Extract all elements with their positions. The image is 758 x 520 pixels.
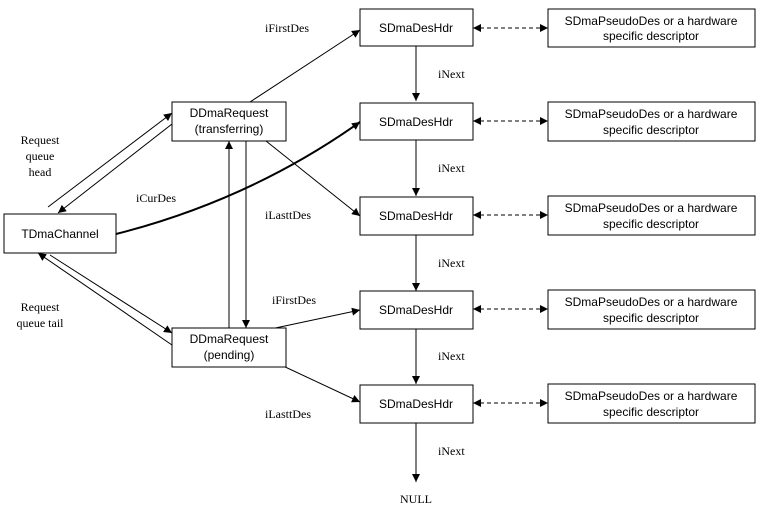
- sdmadeshdr-box-1[interactable]: SDmaDesHdr: [359, 8, 474, 47]
- edge-labels: Request queue head Request queue tail iC…: [17, 21, 466, 506]
- ilastdes-label-2: iLasttDes: [265, 407, 311, 421]
- ifirstdes-label-2: iFirstDes: [272, 293, 316, 307]
- pseudo-descriptor-box-3[interactable]: SDmaPseudoDes or a hardware specific des…: [547, 195, 756, 236]
- queue-head-arrow-to-channel: [57, 123, 173, 214]
- inext-label-4: iNext: [438, 349, 465, 363]
- pseudo-descriptor-line2-5: specific descriptor: [603, 405, 699, 419]
- ilastdes-label-1: iLasttDes: [265, 208, 311, 222]
- sdmadeshdr-box-2[interactable]: SDmaDesHdr: [359, 102, 474, 141]
- tdmachannel-box[interactable]: TDmaChannel: [3, 213, 117, 254]
- queue-head-label-3: head: [29, 165, 52, 179]
- sdmadeshdr-label-5: SDmaDesHdr: [379, 397, 453, 411]
- ddmarequest-pending-box[interactable]: DDmaRequest (pending): [171, 327, 287, 368]
- pseudo-descriptor-line1-5: SDmaPseudoDes or a hardware: [565, 389, 738, 403]
- pseudo-descriptor-box-5[interactable]: SDmaPseudoDes or a hardware specific des…: [547, 383, 756, 424]
- pseudo-descriptor-box-1[interactable]: SDmaPseudoDes or a hardware specific des…: [547, 8, 756, 48]
- inext-label-2: iNext: [438, 161, 465, 175]
- pseudo-descriptor-box-2[interactable]: SDmaPseudoDes or a hardware specific des…: [547, 101, 756, 142]
- ifirstdes-arrow-1: [249, 29, 361, 103]
- sdmadeshdr-label-1: SDmaDesHdr: [379, 21, 453, 35]
- pseudo-descriptor-line1-1: SDmaPseudoDes or a hardware: [565, 14, 738, 28]
- inext-label-5: iNext: [438, 444, 465, 458]
- pseudo-descriptor-line2-1: specific descriptor: [603, 29, 699, 43]
- ilastdes-arrow-1: [265, 140, 361, 217]
- sdmadeshdr-box-3[interactable]: SDmaDesHdr: [359, 196, 474, 236]
- sdmadeshdr-label-2: SDmaDesHdr: [379, 115, 453, 129]
- pseudo-descriptor-box-4[interactable]: SDmaPseudoDes or a hardware specific des…: [547, 289, 756, 330]
- inext-label-3: iNext: [438, 256, 465, 270]
- queue-tail-label-1: Request: [21, 300, 60, 314]
- sdmadeshdr-label-4: SDmaDesHdr: [379, 303, 453, 317]
- inext-label-1: iNext: [438, 67, 465, 81]
- queue-tail-arrow-to-request: [49, 254, 173, 334]
- tdmachannel-label: TDmaChannel: [21, 227, 98, 241]
- ddmarequest-transferring-name: DDmaRequest: [190, 106, 269, 120]
- ddmarequest-pending-name: DDmaRequest: [190, 332, 269, 346]
- queue-head-arrow-to-request: [47, 112, 173, 208]
- null-terminator-label: NULL: [400, 492, 432, 506]
- pseudo-descriptor-line2-4: specific descriptor: [603, 311, 699, 325]
- queue-tail-label-2: queue tail: [17, 316, 65, 330]
- queue-head-label-2: queue: [26, 149, 55, 163]
- ifirstdes-label-1: iFirstDes: [265, 21, 309, 35]
- ifirstdes-arrow-2: [265, 307, 361, 331]
- ddmarequest-pending-state: (pending): [204, 348, 255, 362]
- sdmadeshdr-label-3: SDmaDesHdr: [379, 209, 453, 223]
- pseudo-descriptor-line1-3: SDmaPseudoDes or a hardware: [565, 201, 738, 215]
- icurdes-arrow: [115, 121, 361, 235]
- ddmarequest-transferring-box[interactable]: DDmaRequest (transferring): [171, 101, 287, 142]
- pseudo-descriptor-line1-4: SDmaPseudoDes or a hardware: [565, 295, 738, 309]
- sdmadeshdr-box-5[interactable]: SDmaDesHdr: [359, 384, 474, 424]
- pseudo-descriptor-line1-2: SDmaPseudoDes or a hardware: [565, 107, 738, 121]
- sdmadeshdr-box-4[interactable]: SDmaDesHdr: [359, 290, 474, 330]
- pseudo-descriptor-line2-3: specific descriptor: [603, 217, 699, 231]
- pseudo-descriptor-line2-2: specific descriptor: [603, 123, 699, 137]
- ddmarequest-transferring-state: (transferring): [195, 122, 264, 136]
- queue-tail-arrow-to-channel: [37, 252, 173, 346]
- queue-head-label-1: Request: [21, 133, 60, 147]
- icurdes-label: iCurDes: [136, 191, 176, 205]
